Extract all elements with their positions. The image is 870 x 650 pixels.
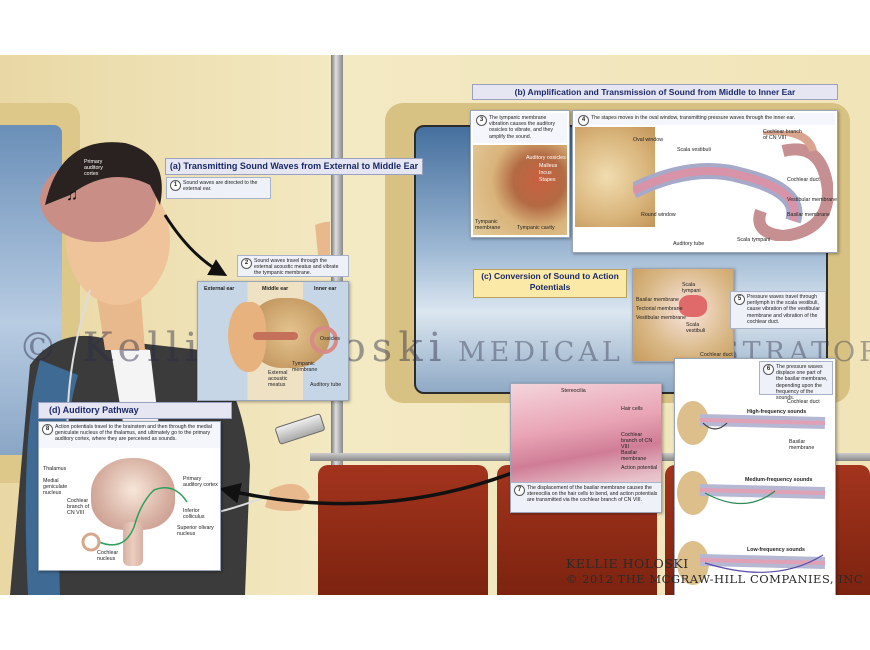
label-b3-ossicles: Auditory ossicles	[526, 155, 566, 161]
panel-d-brainstem	[123, 522, 143, 566]
label-b4-basilar: Basilar membrane	[787, 212, 830, 218]
credit-copyright: © 2012 THE MCGRAW-HILL COMPANIES, INC	[566, 572, 864, 586]
label-a-tube: Auditory tube	[310, 382, 342, 388]
seat-1	[318, 465, 488, 595]
label-b4-vestibular: Vestibular membrane	[787, 197, 838, 203]
label-c6-high: High-frequency sounds	[747, 409, 807, 415]
cochlea-uncoiled	[633, 131, 833, 241]
label-b3-incus: Incus	[539, 170, 552, 176]
step-6-number: 6	[763, 364, 774, 375]
label-d-colliculus: Inferior colliculus	[183, 508, 205, 520]
panel-a-canal	[253, 332, 298, 340]
step-7-number: 7	[514, 485, 525, 496]
label-b4-duct: Cochlear duct	[787, 177, 820, 183]
panel-c-cochlea-section	[632, 268, 734, 362]
panel-a-ear: External ear Middle ear Inner ear Ossicl…	[197, 281, 349, 401]
label-c7-ap: Action potential	[621, 465, 658, 471]
label-c7-branch: Cochlear branch of CN VIII	[621, 432, 653, 450]
label-b3-cavity: Tympanic cavity	[517, 225, 555, 231]
label-b4-tube: Auditory tube	[673, 241, 705, 247]
step-5-text: Pressure waves travel through perilymph …	[747, 294, 820, 325]
label-a-meatus: External acoustic meatus	[268, 370, 288, 388]
label-d-nucleus: Cochlear nucleus	[97, 550, 119, 562]
label-a-middle: Middle ear	[262, 286, 289, 292]
step-4-text: The stapes moves in the oval window, tra…	[591, 115, 796, 121]
music-note-icon: ♫	[66, 187, 78, 204]
credit-artist: KELLIE HOLOSKI	[566, 556, 689, 571]
label-c-tectorial: Tectorial membrane	[636, 306, 683, 312]
label-c-duct: Cochlear duct	[700, 352, 733, 358]
label-a-inner: Inner ear	[314, 286, 337, 292]
label-d-olivary: Superior olivary nucleus	[177, 525, 214, 537]
step-2-number: 2	[241, 258, 252, 269]
step-4-number: 4	[578, 115, 589, 126]
label-c7-basilar: Basilar membrane	[621, 450, 647, 462]
label-c6-low: Low-frequency sounds	[747, 547, 805, 553]
label-c-vestibular: Vestibular membrane	[636, 315, 687, 321]
label-d-mgn: Medial geniculate nucleus	[43, 478, 68, 496]
step-2-text: Sound waves travel through the external …	[254, 258, 339, 277]
label-c6-duct: Cochlear duct	[787, 399, 820, 405]
label-c7-stereocilia: Stereocilia	[561, 388, 586, 394]
label-b4-branch: Cochlear branch of CN VIII	[763, 129, 802, 141]
step-3-number: 3	[476, 115, 487, 126]
label-c-vestibuli: Scala vestibuli	[686, 322, 706, 334]
panel-c-organ-of-corti: Stereocilia Hair cells Cochlear branch o…	[510, 383, 662, 513]
label-b4-tympani: Scala tympani	[737, 237, 771, 243]
header-c: (c) Conversion of Sound to Action Potent…	[473, 269, 627, 298]
step-8-text: Action potentials travel to the brainste…	[55, 424, 212, 443]
label-a-tympanic: Tympanic membrane	[292, 361, 318, 373]
label-c7-hair: Hair cells	[621, 406, 643, 412]
step-5-number: 5	[734, 294, 745, 305]
panel-d-brain	[91, 458, 175, 530]
step-8-number: 8	[42, 424, 53, 435]
label-c-basilar: Basilar membrane	[636, 297, 679, 303]
label-a-ossicles: Ossicles	[320, 336, 341, 342]
panel-b3-art	[473, 145, 567, 235]
step-1-text: Sound waves are directed to the external…	[183, 180, 258, 193]
label-c6-basilar: Basilar membrane	[789, 439, 815, 451]
label-b3-tympanic: Tympanic membrane	[475, 219, 501, 231]
frequency-diagrams	[677, 401, 826, 585]
panel-a-cochlea	[310, 326, 338, 354]
label-a-external: External ear	[204, 286, 235, 292]
label-b3-malleus: Malleus	[539, 163, 558, 169]
step-7-text: The displacement of the basilar membrane…	[527, 485, 658, 504]
hair	[45, 142, 162, 205]
step-6-text: The pressure waves displace one part of …	[776, 364, 828, 402]
hand-right	[265, 483, 310, 511]
step-3-text: The tympanic membrane vibration causes t…	[489, 115, 556, 140]
label-b4-round: Round window	[641, 212, 676, 218]
label-b4-vestibuli: Scala vestibuli	[677, 147, 711, 153]
label-d-thalamus: Thalamus	[43, 466, 67, 472]
step-1-number: 1	[170, 180, 181, 191]
label-c-tympani: Scala tympani	[682, 282, 701, 294]
label-b3-stapes: Stapes	[539, 177, 556, 183]
auditory-path	[81, 487, 188, 552]
label-d-cortex: Primary auditory cortex	[183, 476, 218, 488]
header-d: (d) Auditory Pathway	[38, 402, 232, 419]
label-b4-oval: Oval window	[633, 137, 664, 143]
label-head-cortex: Primary auditory cortex	[84, 159, 103, 177]
label-c6-medium: Medium-frequency sounds	[745, 477, 813, 483]
panel-b4-bone	[575, 127, 655, 227]
label-d-branch: Cochlear branch of CN VIII	[67, 498, 90, 516]
panel-c-duct	[679, 295, 707, 317]
header-a: (a) Transmitting Sound Waves from Extern…	[165, 158, 423, 175]
illustration-scene: ♫ Primary auditory cortex © Kellie Holos…	[0, 55, 870, 595]
header-b: (b) Amplification and Transmission of So…	[472, 84, 838, 100]
